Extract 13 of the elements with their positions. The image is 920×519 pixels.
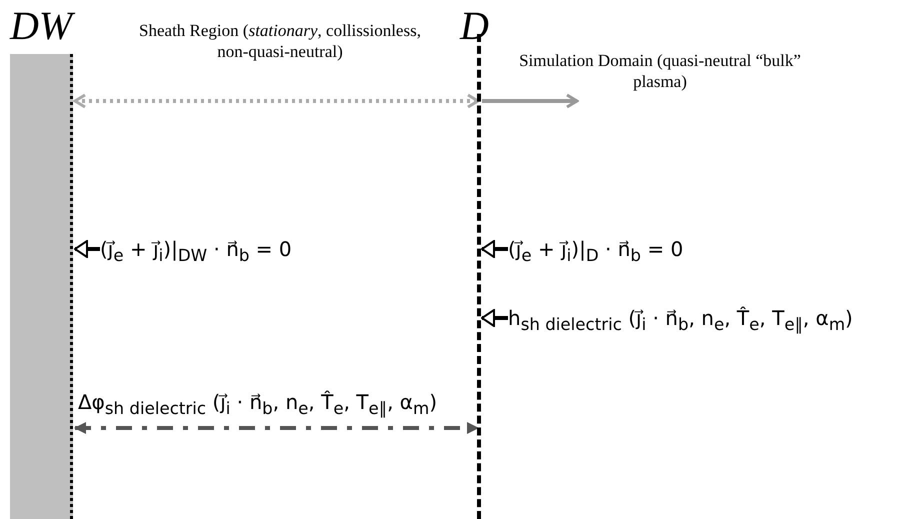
- arrow: [74, 422, 479, 434]
- arrow: [74, 94, 480, 108]
- arrow: [482, 94, 578, 108]
- boundary-condition-equation: (j⃗$_{e}$ + j⃗$_{i}$)|$_{D}$ · n⃗$_{b}$ = 0: [508, 235, 684, 270]
- boundary-condition-equation: h$_{sh dielectric}$ (j⃗$_{i}$ · n⃗$_{b}$, n$_{e}$, T̂$_{e}$, T$_{e∥}$, α$_{m}$): [508, 304, 853, 339]
- arrow: [481, 309, 508, 327]
- arrow: [74, 240, 100, 258]
- arrow: [481, 240, 508, 258]
- region-label: Simulation Domain (quasi-neutral “bulk” plasma): [518, 50, 802, 92]
- region-label: Sheath Region (stationary, collissionless, non-quasi-neutral): [138, 20, 422, 62]
- boundary-condition-equation: (j⃗$_{e}$ + j⃗$_{i}$)|$_{DW}$ · n⃗$_{b}$ = 0: [100, 235, 292, 270]
- sheath-potential-equation: Δφ$_{sh dielectric}$ (j⃗$_{i}$ · n⃗$_{b}$, n$_{e}$, T̂$_{e}$, T$_{e∥}$, α$_{m}$): [78, 389, 438, 420]
- boundary-label: D: [460, 4, 489, 48]
